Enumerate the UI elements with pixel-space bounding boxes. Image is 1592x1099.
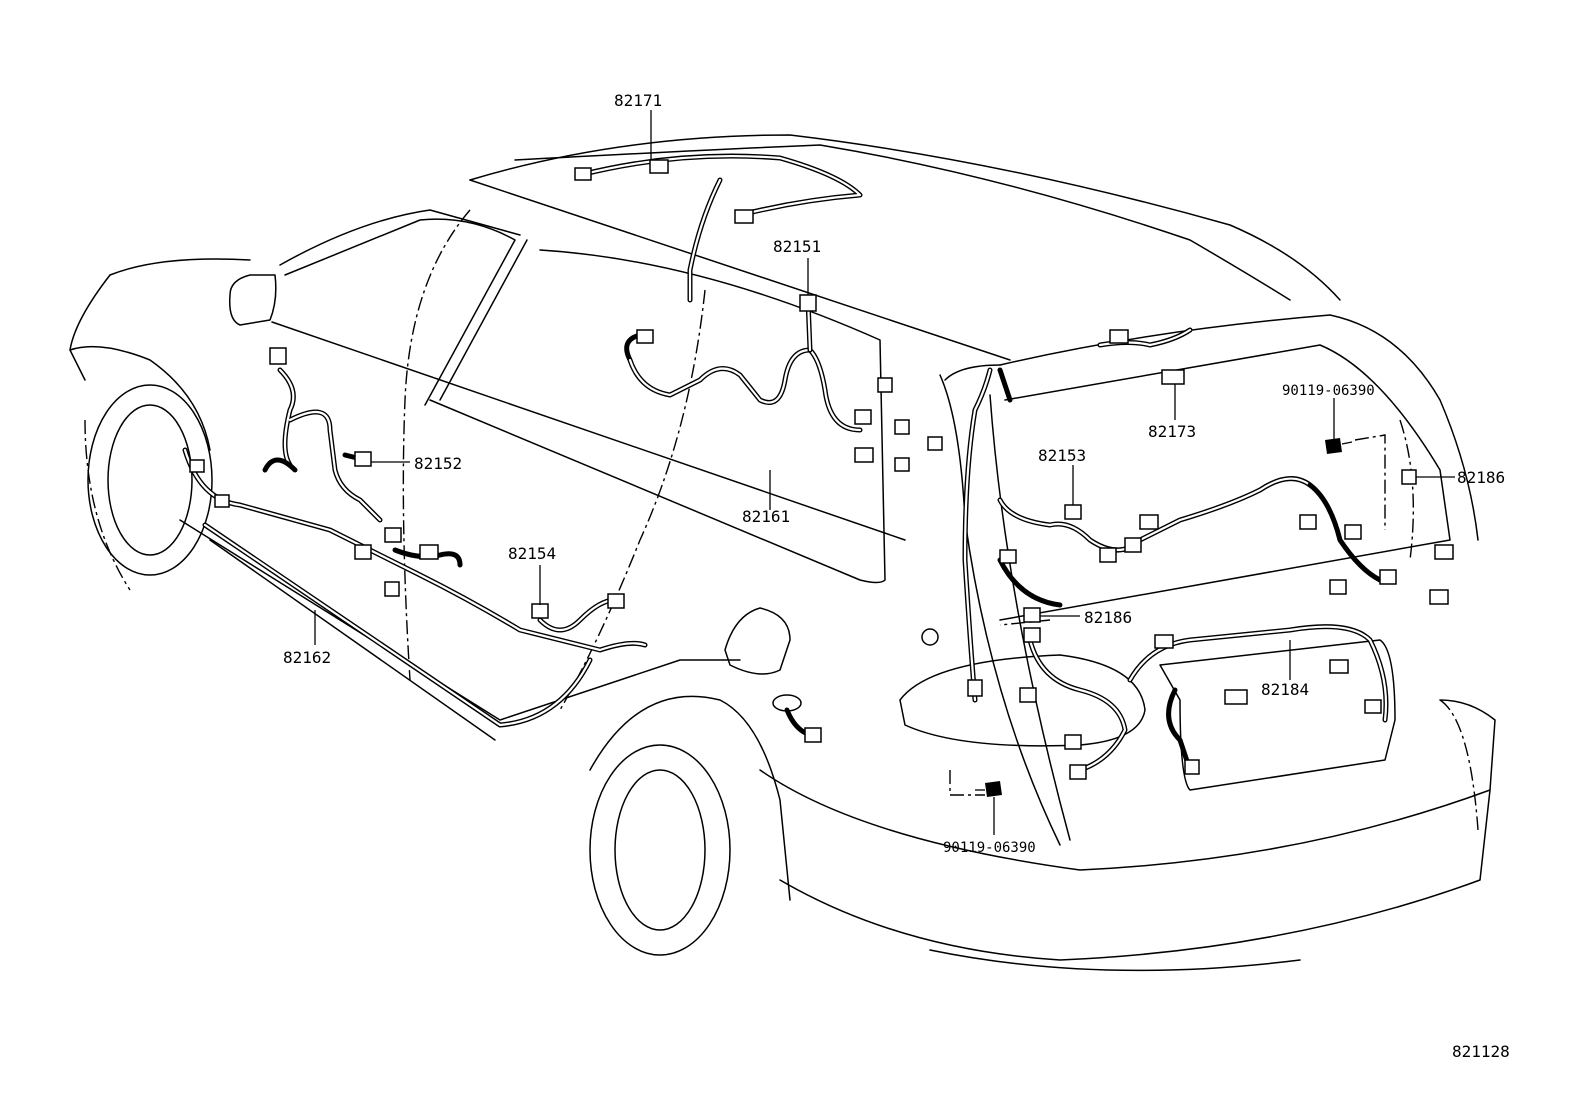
connector — [854, 447, 874, 463]
connector — [214, 494, 230, 508]
part-label-82161: 82161 — [742, 507, 790, 526]
connector — [1429, 589, 1449, 605]
back-door-harness — [1019, 607, 1389, 780]
connector — [354, 451, 372, 467]
connector — [1364, 699, 1382, 714]
connector — [894, 457, 910, 472]
connector — [999, 549, 1017, 564]
connector — [354, 544, 372, 560]
connector — [1109, 329, 1129, 344]
connector — [1434, 544, 1454, 560]
connector — [799, 294, 817, 312]
connector — [1154, 634, 1174, 649]
connector — [1379, 569, 1397, 585]
connector — [1299, 514, 1317, 530]
part-label-90119-06390-lower: 90119-06390 — [943, 840, 1036, 856]
connector — [1329, 659, 1349, 674]
vehicle-body — [69, 134, 1496, 972]
part-label-82173: 82173 — [1148, 422, 1196, 441]
part-label-82162: 82162 — [283, 648, 331, 667]
connector — [1099, 547, 1117, 563]
connector — [1329, 579, 1347, 595]
connector — [967, 679, 983, 697]
connector — [649, 159, 669, 174]
connector — [384, 527, 402, 543]
part-label-90119-06390-upper: 90119-06390 — [1282, 383, 1375, 399]
part-label-82154: 82154 — [508, 544, 556, 563]
connector — [189, 459, 205, 473]
connector — [734, 209, 754, 224]
rear-window-harness — [997, 327, 1454, 608]
connector — [1184, 759, 1200, 775]
connector — [1023, 627, 1041, 643]
connector — [636, 329, 654, 344]
part-label-82152: 82152 — [414, 454, 462, 473]
connector — [1124, 537, 1142, 553]
connector — [574, 167, 592, 181]
body-harness-center — [624, 294, 943, 472]
connector — [1069, 764, 1087, 780]
connector — [269, 347, 287, 365]
connector — [607, 593, 625, 609]
connector — [1019, 687, 1037, 703]
connector — [1023, 607, 1041, 623]
leader-lines — [314, 110, 1455, 835]
connector — [854, 409, 872, 425]
connector — [894, 419, 910, 435]
diagram-id: 821128 — [1452, 1042, 1510, 1061]
connector — [1161, 369, 1185, 385]
part-label-82153: 82153 — [1038, 446, 1086, 465]
part-label-82151: 82151 — [773, 237, 821, 256]
part-label-82186-right: 82186 — [1457, 468, 1505, 487]
part-label-82171: 82171 — [614, 91, 662, 110]
rear-quarter-harness — [921, 367, 1013, 703]
grommet — [921, 628, 939, 646]
connector — [419, 544, 439, 560]
part-labels: 82171 82151 82152 82161 82154 82162 8215… — [283, 91, 1510, 1061]
connector — [1224, 689, 1248, 705]
connector — [1139, 514, 1159, 530]
connector — [1064, 734, 1082, 750]
fuel-grommet — [772, 694, 822, 743]
connector — [1401, 469, 1417, 485]
roof-harness — [574, 153, 863, 303]
connector — [927, 436, 943, 451]
floor-harness-left — [182, 347, 648, 728]
bolt-icon-upper — [1325, 438, 1353, 454]
part-label-82186-center: 82186 — [1084, 608, 1132, 627]
connector — [531, 603, 549, 619]
connector — [1344, 524, 1362, 540]
connector — [877, 377, 893, 393]
connector — [384, 581, 400, 597]
part-label-82184: 82184 — [1261, 680, 1309, 699]
bolt-icon-lower — [975, 781, 1002, 797]
connector — [1064, 504, 1082, 520]
